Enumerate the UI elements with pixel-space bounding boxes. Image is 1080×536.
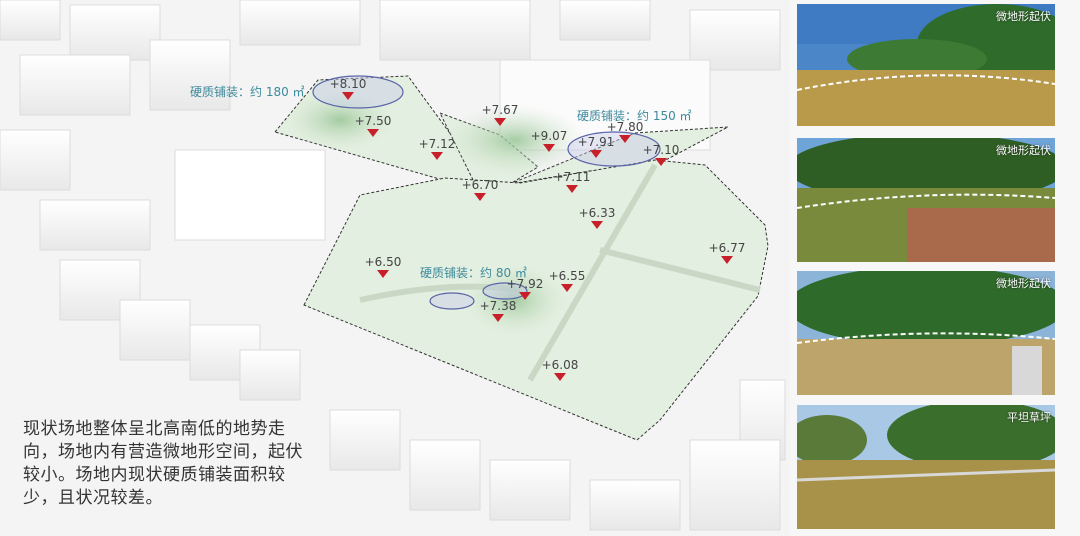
elevation-marker-icon (591, 221, 603, 229)
elevation-value: +7.92 (507, 277, 544, 291)
elevation-value: +6.70 (462, 178, 499, 192)
site-plan-map: 硬质铺装：约 180 ㎡ 硬质铺装：约 150 ㎡ 硬质铺装：约 80 ㎡ +8… (0, 0, 786, 531)
elevation-value: +9.07 (531, 129, 568, 143)
elevation-marker: +9.07 (531, 129, 568, 152)
elevation-marker-icon (367, 129, 379, 137)
elevation-marker-icon (519, 292, 531, 300)
elevation-marker: +7.50 (355, 114, 392, 137)
elevation-marker-icon (561, 284, 573, 292)
elevation-marker-icon (342, 92, 354, 100)
elevation-marker-icon (474, 193, 486, 201)
elevation-marker-icon (377, 270, 389, 278)
elevation-marker: +6.50 (365, 255, 402, 278)
elevation-value: +6.33 (579, 206, 616, 220)
elevation-marker: +6.55 (549, 269, 586, 292)
photo-panel-3: 微地形起伏 (797, 271, 1055, 395)
photo-image-4 (797, 405, 1055, 529)
photo-image-2 (797, 138, 1055, 262)
elevation-marker: +8.10 (330, 77, 367, 100)
elevation-marker: +7.11 (554, 170, 591, 193)
paving-label-80: 硬质铺装：约 80 ㎡ (420, 265, 527, 280)
elevation-marker-icon (590, 150, 602, 158)
elevation-value: +7.12 (419, 137, 456, 151)
elevation-value: +6.55 (549, 269, 586, 283)
photo-image-1 (797, 4, 1055, 126)
elevation-value: +7.67 (482, 103, 519, 117)
elevation-marker-icon (655, 158, 667, 166)
elevation-marker: +6.77 (709, 241, 746, 264)
elevation-marker-icon (566, 185, 578, 193)
elevation-value: +7.50 (355, 114, 392, 128)
photo-caption-4: 平坦草坪 (1007, 411, 1051, 424)
elevation-marker-icon (492, 314, 504, 322)
elevation-value: +6.77 (709, 241, 746, 255)
elevation-markers: +8.10 +7.50 +7.12 +7.67 +9.07 +7.91+7.80 +7.10… (330, 77, 746, 381)
photo-panel-1: 微地形起伏 (797, 4, 1055, 126)
elevation-marker-icon (543, 144, 555, 152)
mound-b (445, 105, 585, 175)
elevation-marker: +7.67 (482, 103, 519, 126)
elevation-value: +7.91 (578, 135, 615, 149)
photo-caption-3: 微地形起伏 (996, 277, 1051, 290)
elevation-marker-icon (554, 373, 566, 381)
elevation-marker-icon (721, 256, 733, 264)
elevation-marker: +7.92 (507, 277, 544, 300)
elevation-value: +7.11 (554, 170, 591, 184)
elevation-value: +7.80 (607, 120, 644, 134)
photo-panel-2: 微地形起伏 (797, 138, 1055, 262)
elevation-marker: +7.10 (643, 143, 680, 166)
photo-caption-2: 微地形起伏 (996, 144, 1051, 157)
elevation-marker-icon (619, 135, 631, 143)
photo-caption-1: 微地形起伏 (996, 10, 1051, 23)
mound-c (465, 265, 565, 335)
paving-label-150: 硬质铺装：约 150 ㎡ (577, 108, 692, 123)
elevation-value: +6.08 (542, 358, 579, 372)
paving-label-180: 硬质铺装：约 180 ㎡ (190, 84, 305, 99)
elevation-marker: +7.38 (480, 299, 517, 322)
elevation-marker: +6.70 (462, 178, 499, 201)
elevation-value: +8.10 (330, 77, 367, 91)
elevation-marker: +7.91 (578, 135, 615, 158)
paving-areas (312, 75, 661, 310)
paving-area-150 (567, 131, 661, 167)
elevation-value: +6.50 (365, 255, 402, 269)
elevation-value: +7.38 (480, 299, 517, 313)
site-description: 现状场地整体呈北高南低的地势走向，场地内有营造微地形空间，起伏较小。场地内现状硬… (23, 419, 303, 508)
elevation-value: +7.10 (643, 143, 680, 157)
photo-image-3 (797, 271, 1055, 395)
paving-area-180 (312, 75, 404, 109)
paving-area-80a (429, 292, 475, 310)
elevation-marker: +7.12 (419, 137, 456, 160)
elevation-marker-icon (431, 152, 443, 160)
paving-area-80b (482, 282, 528, 300)
elevation-marker: +6.08 (542, 358, 579, 381)
mound-a (285, 90, 395, 150)
elevation-marker: +7.80 (607, 120, 644, 143)
elevation-marker: +6.33 (579, 206, 616, 229)
elevation-marker-icon (494, 118, 506, 126)
photo-panel-4: 平坦草坪 (797, 405, 1055, 529)
